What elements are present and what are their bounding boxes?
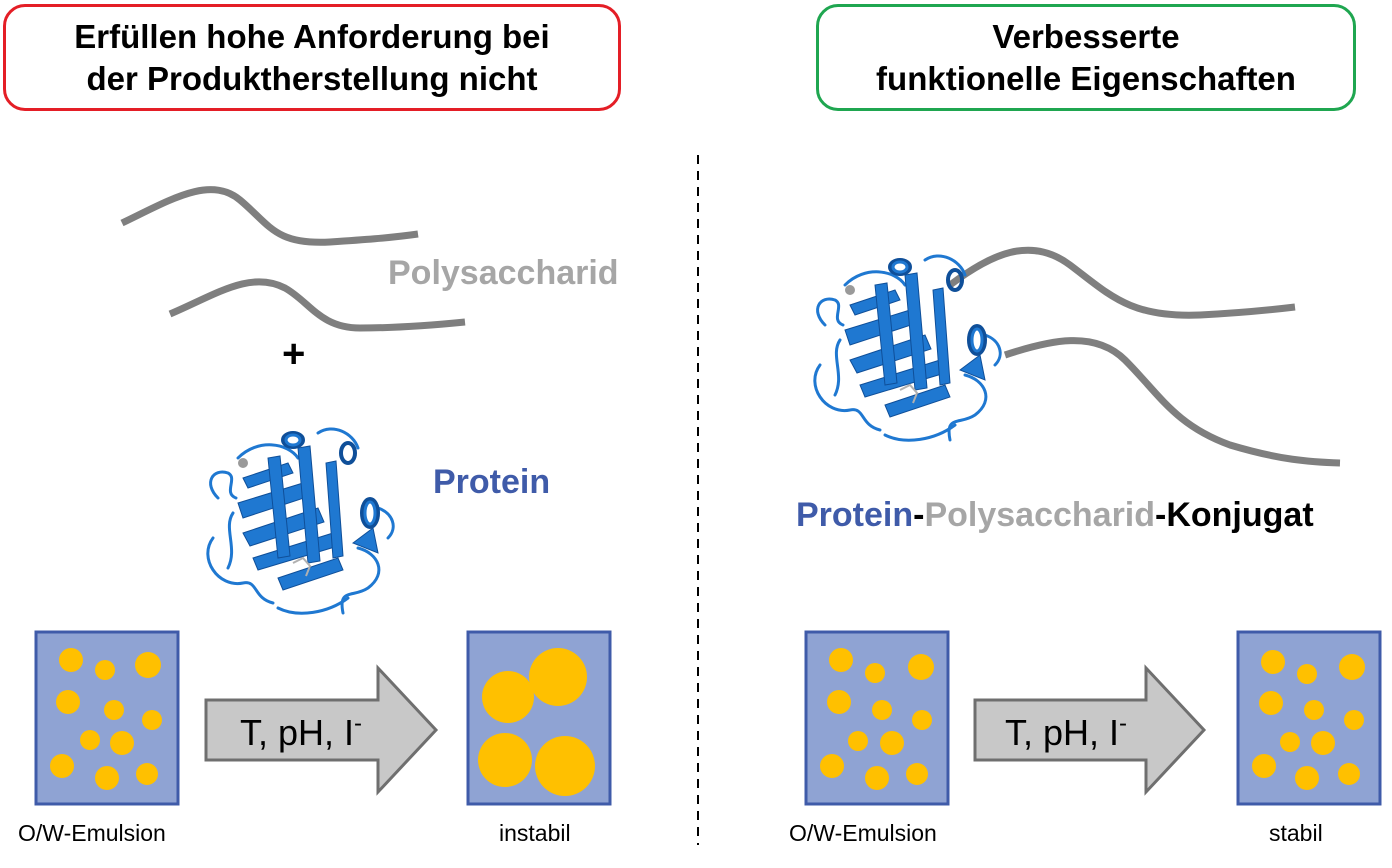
right-title-box: Verbesserte funktionelle Eigenschaften — [816, 4, 1356, 111]
conjugate-suffix-part: -Konjugat — [1155, 496, 1314, 534]
conjugate-separator: - — [913, 496, 925, 534]
conjugate-protein-part: Protein — [796, 496, 914, 534]
left-emulsion-label: O/W-Emulsion — [18, 820, 166, 846]
emulsion-box-instabil — [466, 630, 612, 806]
arrow-label-right: T, pH, I- — [1005, 710, 1127, 753]
process-arrow-left: T, pH, I- — [204, 664, 439, 796]
conjugate-polysaccharide-part: Polysaccharid — [924, 496, 1156, 534]
polysaccharide-chain-icon — [120, 186, 466, 332]
right-title-line2: funktionelle Eigenschaften — [876, 59, 1296, 97]
stabil-label: stabil — [1269, 820, 1323, 846]
right-emulsion-label: O/W-Emulsion — [789, 820, 937, 846]
conjugate-label: Protein-Polysaccharid-Konjugat — [796, 496, 1314, 535]
right-title-line1: Verbesserte — [992, 17, 1180, 55]
emulsion-box-right — [804, 630, 950, 806]
emulsion-box-left — [34, 630, 180, 806]
protein-label: Protein — [433, 463, 551, 501]
process-arrow-right: T, pH, I- — [973, 664, 1207, 796]
conjugate-word: Konjugat — [1166, 496, 1314, 534]
conjugate-chain-icon — [947, 246, 1341, 467]
instabil-label: instabil — [499, 820, 571, 846]
left-title-box: Erfüllen hohe Anforderung bei der Produk… — [3, 4, 621, 111]
arrow-label-left: T, pH, I- — [240, 710, 362, 753]
conjugate-protein-icon — [812, 253, 1003, 443]
protein-ribbon-icon — [205, 426, 396, 616]
conjugate-separator: - — [1155, 496, 1167, 534]
left-title-line1: Erfüllen hohe Anforderung bei — [74, 17, 550, 55]
plus-sign: + — [282, 332, 306, 376]
left-title-line2: der Produktherstellung nicht — [86, 59, 538, 97]
droplets — [50, 648, 162, 790]
polysaccharide-label: Polysaccharid — [388, 254, 619, 292]
emulsion-box-stabil — [1236, 630, 1382, 806]
